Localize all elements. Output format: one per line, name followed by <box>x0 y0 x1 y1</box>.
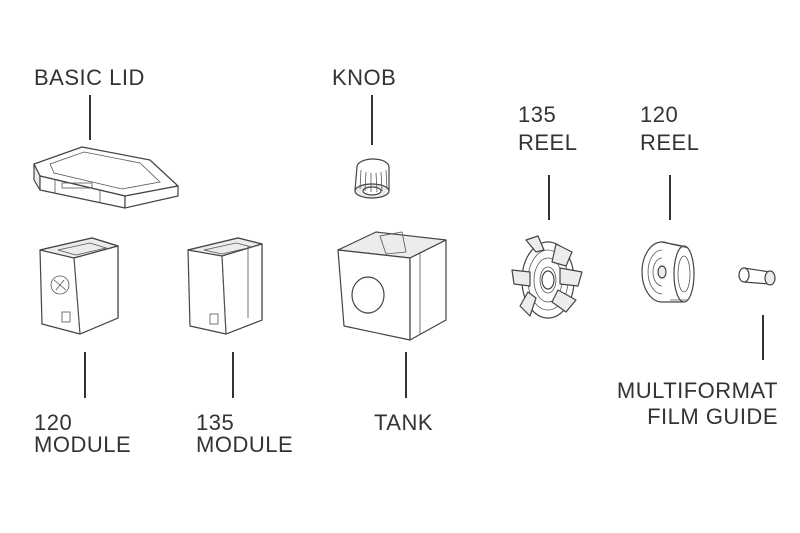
module-120-illustration <box>39 237 119 335</box>
label-module-120-number: 120 <box>34 410 72 435</box>
label-module-135-word: MODULE <box>196 432 293 457</box>
basic-lid-group: BASIC LID <box>33 65 179 209</box>
label-reel-120-word: REEL <box>640 130 699 155</box>
label-reel-120-number: 120 <box>640 102 678 127</box>
tank-illustration <box>337 231 447 341</box>
module-135-group: 135 MODULE <box>187 237 293 457</box>
reel-120-illustration <box>641 241 695 303</box>
basic-lid-illustration <box>33 146 179 209</box>
reel-135-illustration <box>511 235 583 319</box>
tank-group: TANK <box>337 231 447 435</box>
label-knob: KNOB <box>332 65 396 90</box>
label-reel-135-number: 135 <box>518 102 556 127</box>
label-module-135-number: 135 <box>196 410 234 435</box>
label-basic-lid: BASIC LID <box>34 65 145 90</box>
label-tank: TANK <box>374 410 433 435</box>
film-guide-group: MULTIFORMAT FILM GUIDE <box>617 267 778 429</box>
knob-group: KNOB <box>332 65 396 199</box>
film-guide-illustration <box>738 267 776 286</box>
module-135-illustration <box>187 237 263 335</box>
reel-135-group: 135 REEL <box>511 102 583 319</box>
label-reel-135-word: REEL <box>518 130 577 155</box>
label-film-guide-line2: FILM GUIDE <box>647 404 778 429</box>
label-film-guide-line1: MULTIFORMAT <box>617 378 778 403</box>
label-module-120-word: MODULE <box>34 432 131 457</box>
knob-illustration <box>354 158 390 199</box>
module-120-group: 120 MODULE <box>34 237 131 457</box>
reel-120-group: 120 REEL <box>640 102 699 303</box>
